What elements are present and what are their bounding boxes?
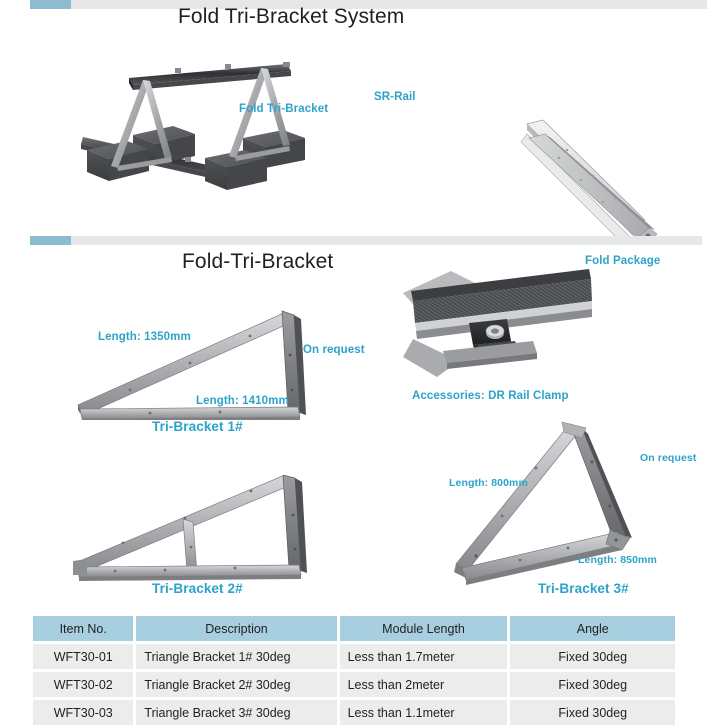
section-divider-2 xyxy=(30,236,702,245)
caption-tri-bracket-1: Tri-Bracket 1# xyxy=(152,419,243,434)
specification-table: Item No. Description Module Length Angle… xyxy=(30,613,678,728)
section-title-system: Fold Tri-Bracket System xyxy=(178,5,405,28)
fold-package-figure xyxy=(515,112,690,247)
section-track-bar-1 xyxy=(71,0,707,9)
table-header-angle: Angle xyxy=(510,616,675,641)
cell-description: Triangle Bracket 2# 30deg xyxy=(136,672,337,697)
spec-table: Item No. Description Module Length Angle… xyxy=(30,613,678,728)
tri-bracket-3-svg xyxy=(454,421,632,585)
fold-tri-bracket-left-frame xyxy=(111,80,172,171)
label-bracket3-length-bottom: Length: 850mm xyxy=(578,554,657,566)
cell-angle: Fixed 30deg xyxy=(510,700,675,725)
cell-module-length: Less than 2meter xyxy=(339,672,508,697)
sr-rail-back xyxy=(129,64,291,90)
cell-module-length: Less than 1.1meter xyxy=(339,700,508,725)
cell-item-no: WFT30-03 xyxy=(33,700,134,725)
label-fold-tri-bracket: Fold Tri-Bracket xyxy=(239,103,329,115)
table-header-description: Description xyxy=(136,616,337,641)
label-bracket1-length-top: Length: 1350mm xyxy=(98,331,191,343)
label-bracket3-length-top: Length: 800mm xyxy=(449,477,528,489)
section-divider-1 xyxy=(30,0,707,9)
label-sr-rail: SR-Rail xyxy=(374,91,416,103)
tri-bracket-2-svg xyxy=(73,475,307,581)
system-assembly-svg xyxy=(81,62,305,190)
label-bracket1-length-bottom: Length: 1410mm xyxy=(196,395,289,407)
table-row: WFT30-03 Triangle Bracket 3# 30deg Less … xyxy=(33,700,675,725)
table-row: WFT30-02 Triangle Bracket 2# 30deg Less … xyxy=(33,672,675,697)
cell-description: Triangle Bracket 3# 30deg xyxy=(136,700,337,725)
tri-bracket-2-figure xyxy=(65,475,335,585)
rail-clamps xyxy=(175,62,290,162)
cell-module-length: Less than 1.7meter xyxy=(339,644,508,669)
dr-rail-clamp-svg xyxy=(403,265,593,380)
fold-tri-bracket-system-figure xyxy=(55,40,455,220)
caption-accessory-dr-rail-clamp: Accessories: DR Rail Clamp xyxy=(412,390,569,402)
tri-bracket-1-figure xyxy=(70,295,320,420)
label-bracket3-on-request: On request xyxy=(640,452,697,464)
cell-item-no: WFT30-01 xyxy=(33,644,134,669)
cell-description: Triangle Bracket 1# 30deg xyxy=(136,644,337,669)
cell-item-no: WFT30-02 xyxy=(33,672,134,697)
tri-bracket-1-svg xyxy=(77,310,306,420)
section-accent-bar-2 xyxy=(30,236,71,245)
table-header-item-no: Item No. xyxy=(33,616,134,641)
table-row: WFT30-01 Triangle Bracket 1# 30deg Less … xyxy=(33,644,675,669)
cell-angle: Fixed 30deg xyxy=(510,672,675,697)
ballast-blocks-left xyxy=(87,126,195,181)
dr-rail-clamp-figure xyxy=(403,265,593,380)
section-accent-bar-1 xyxy=(30,0,71,9)
caption-tri-bracket-2: Tri-Bracket 2# xyxy=(152,581,243,596)
ballast-blocks-right xyxy=(205,130,305,190)
table-header-module-length: Module Length xyxy=(339,616,508,641)
section-track-bar-2 xyxy=(71,236,702,245)
fold-package-svg xyxy=(520,119,658,245)
cell-angle: Fixed 30deg xyxy=(510,644,675,669)
tri-bracket-3-figure xyxy=(440,420,670,585)
section-title-bracket: Fold-Tri-Bracket xyxy=(182,250,334,273)
table-header-row: Item No. Description Module Length Angle xyxy=(33,616,675,641)
label-fold-package: Fold Package xyxy=(585,255,661,267)
caption-tri-bracket-3: Tri-Bracket 3# xyxy=(538,581,629,596)
label-bracket1-on-request: On request xyxy=(303,344,365,356)
fold-tri-bracket-right-frame xyxy=(229,68,290,161)
